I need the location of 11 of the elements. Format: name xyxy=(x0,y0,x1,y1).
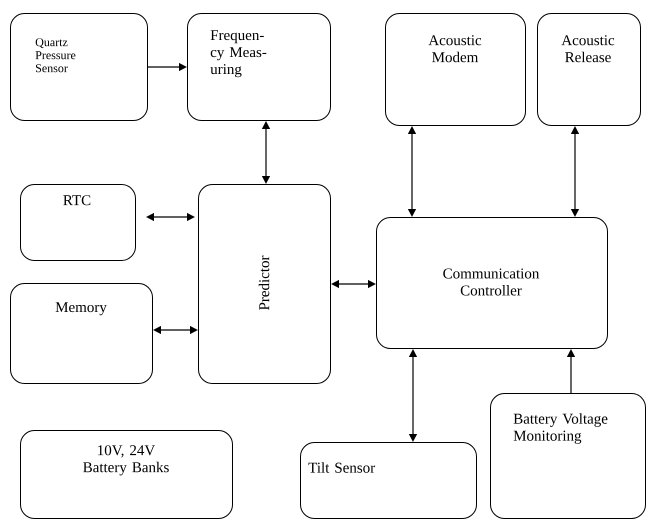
process-box: Quartz Pressure Sensor xyxy=(10,13,148,121)
process-box: Acoustic Modem xyxy=(385,13,526,126)
process-box: Frequen- cy Meas- uring xyxy=(187,13,331,121)
process-box: Communication Controller xyxy=(376,217,608,349)
process-box: Tilt Sensor xyxy=(300,442,477,519)
process-box: Battery Voltage Monitoring xyxy=(490,393,646,519)
process-box: 10V, 24V Battery Banks xyxy=(20,430,233,519)
process-box: RTC xyxy=(20,184,136,261)
process-box: Memory xyxy=(10,283,153,384)
process-box: Acoustic Release xyxy=(537,13,641,126)
process-box: Predictor xyxy=(198,184,331,384)
